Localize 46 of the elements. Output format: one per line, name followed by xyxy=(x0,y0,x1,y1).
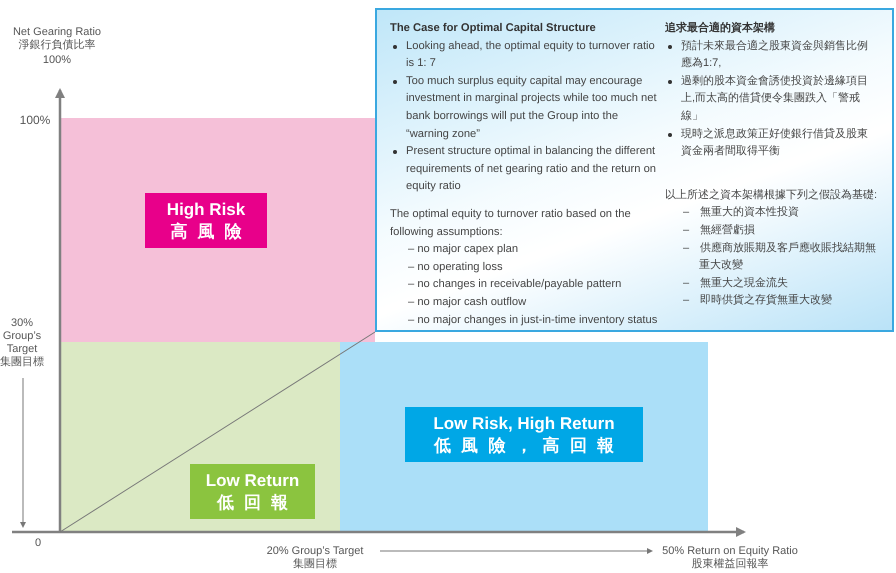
axis-title: 股東權益回報率 xyxy=(692,558,768,571)
zone-label-text: High Risk xyxy=(166,198,246,220)
zone-label-text: Low Return xyxy=(206,470,300,492)
zone-label xyxy=(145,193,267,248)
bullet-item: Looking ahead, the optimal equity to turnover ratio is 1: 7 xyxy=(390,38,662,73)
list-item: – 即時供貨之存貨無重大改變 xyxy=(682,292,834,308)
tick-label: 0 xyxy=(34,537,42,550)
list-item: – no major capex plan xyxy=(407,242,520,258)
list-item: – no major changes in just-in-time inventory status xyxy=(407,312,658,328)
bullet-item: Present structure optimal in balancing the different requirements of net gearing ratio and the return on equity ratio xyxy=(390,143,662,196)
list-item: – 無重大之現金流失 xyxy=(682,276,790,291)
low-risk-region xyxy=(340,342,708,532)
panel-heading: 追求最合適的資本架構 xyxy=(665,20,776,36)
list-item: – no changes in receivable/payable pattern xyxy=(407,277,622,292)
tick-label: 100% xyxy=(20,114,50,127)
diagonal-line xyxy=(60,332,376,532)
zone-label-text: 高風險 xyxy=(170,220,252,242)
target-label: 集團目標 xyxy=(0,356,44,369)
list-item: – no operating loss xyxy=(407,260,504,275)
paragraph: 以上所述之資本架構根據下列之假設為基礎: xyxy=(665,188,878,203)
tick-label: 30% xyxy=(10,317,34,330)
axis-title: 50% Return on Equity Ratio xyxy=(662,545,798,558)
zone-label-text: 低回報 xyxy=(216,492,298,514)
target-label: 20% Group’s Target xyxy=(266,545,364,558)
list-item: – no major cash outflow xyxy=(407,294,528,310)
zone-label-text: 低風險，高回報 xyxy=(434,434,624,456)
bullet-item: Too much surplus equity capital may encourage investment in marginal projects while too much net bank borrowings will put the Group into the “warning zone” xyxy=(390,72,662,144)
low-return-region xyxy=(60,342,340,532)
zone-label xyxy=(405,407,643,462)
target-label: Group’s Target xyxy=(2,330,42,356)
zone-label-text: Low Risk, High Return xyxy=(433,412,615,434)
list-item: – 無經營虧損 xyxy=(682,222,756,238)
axis-value: 100% xyxy=(42,54,72,67)
axis-title: 淨銀行負債比率 xyxy=(18,39,96,52)
bullet-item: 過剩的股本資金會誘使投資於邊緣項目上,而太高的借貸便令集團跌入「警戒線」 xyxy=(665,72,869,126)
high-risk-region xyxy=(60,118,375,342)
target-label: 集團目標 xyxy=(293,558,337,571)
zone-label xyxy=(190,464,315,519)
panel-heading: The Case for Optimal Capital Structure xyxy=(390,21,597,36)
list-item: – 供應商放賬期及客戶應收賬找結期無重大改變 xyxy=(682,240,878,274)
bullet-item: 預計未來最合適之股東資金與銷售比例應為1:7, xyxy=(665,38,869,73)
list-item: – 無重大的資本性投資 xyxy=(682,205,800,220)
paragraph: The optimal equity to turnover ratio based on the following assumptions: xyxy=(390,206,632,240)
bullet-item: 現時之派息政策正好使銀行借貸及股東資金兩者間取得平衡 xyxy=(665,126,869,161)
note-panel xyxy=(375,8,894,332)
axis-title: Net Gearing Ratio xyxy=(12,26,102,38)
